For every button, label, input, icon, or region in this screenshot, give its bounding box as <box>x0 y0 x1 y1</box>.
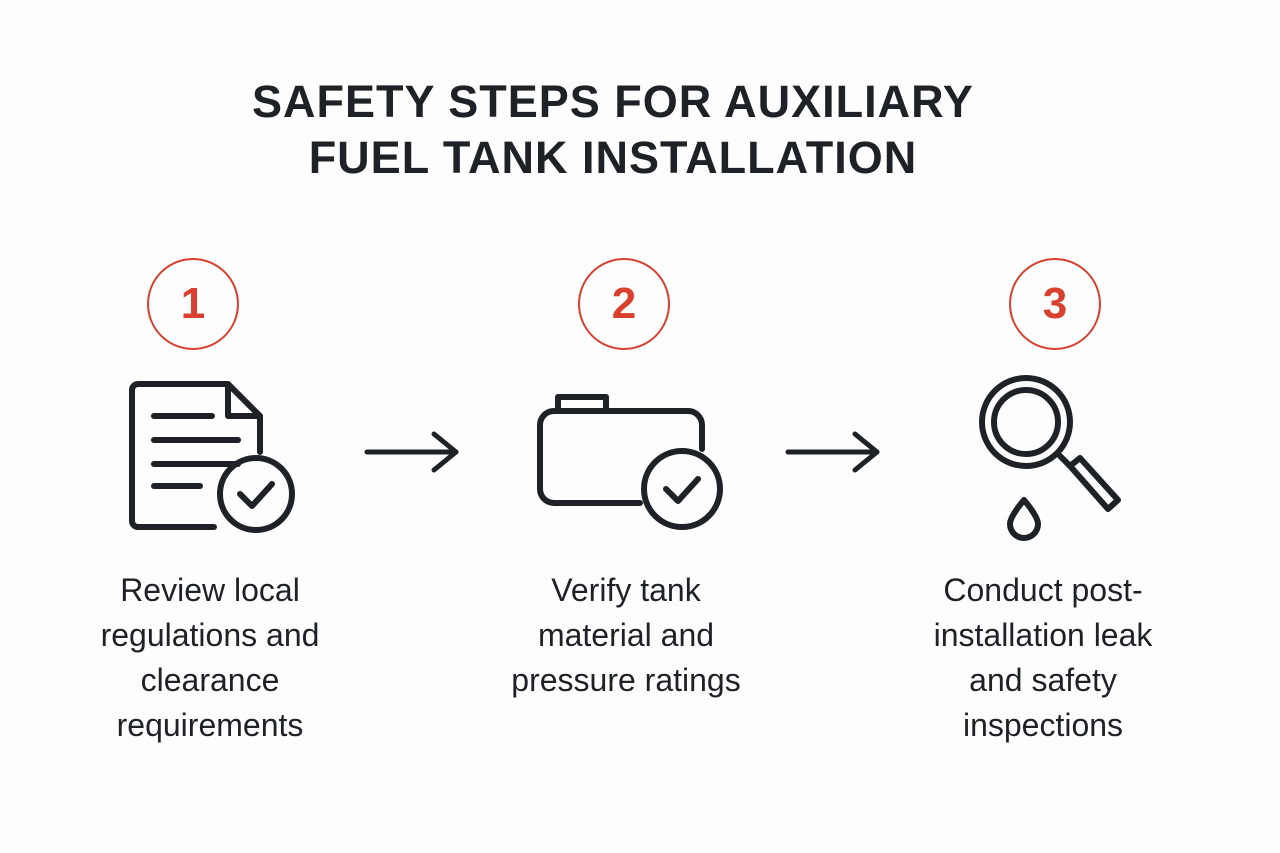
step-1-caption: Review local regulations and clearance r… <box>100 572 320 743</box>
magnifier-drop-icon <box>979 375 1121 541</box>
step-3-number-badge: 3 <box>1009 258 1101 350</box>
step-2-number-badge: 2 <box>578 258 670 350</box>
step-3-caption: Conduct post- installation leak and safe… <box>933 572 1153 743</box>
title-line-2: FUEL TANK INSTALLATION <box>308 132 918 183</box>
arrow-right-icon <box>364 431 459 473</box>
fuel-tank-check-icon <box>537 394 723 530</box>
step-1-number-badge: 1 <box>147 258 239 350</box>
step-2-caption: Verify tank material and pressure rating… <box>511 572 741 698</box>
title-line-1: SAFETY STEPS FOR AUXILIARY <box>252 76 974 127</box>
document-check-icon <box>129 381 295 533</box>
arrow-right-icon <box>785 431 880 473</box>
page-title: SAFETY STEPS FOR AUXILIARY FUEL TANK INS… <box>0 74 1226 186</box>
